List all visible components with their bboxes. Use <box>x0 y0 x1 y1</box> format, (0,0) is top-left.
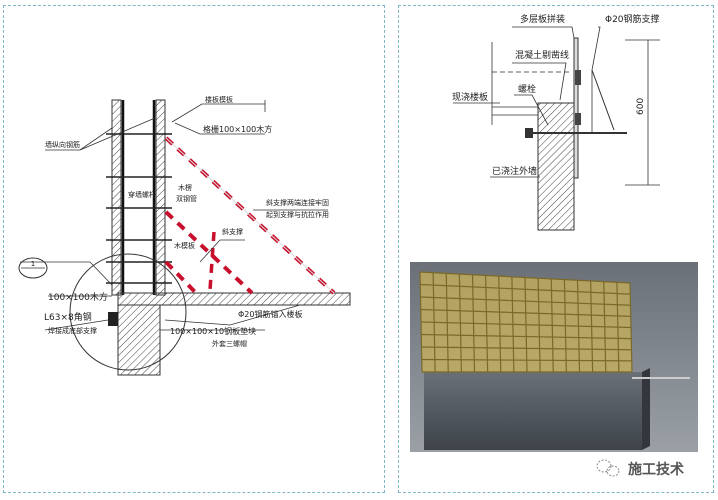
label-through-bolt: 穿墙螺杆 <box>128 190 156 199</box>
render-horizontal-bar <box>421 333 632 340</box>
detail-circle <box>69 253 187 371</box>
render-horizontal-bar <box>420 321 632 329</box>
plywood-board <box>573 37 579 179</box>
render-horizontal-bar <box>421 358 632 362</box>
render-wall <box>424 372 642 450</box>
label-wall-rebar: 墙纵向钢筋 <box>45 140 80 149</box>
diagonal-braces <box>164 136 336 295</box>
render-horizontal-bar <box>420 308 631 317</box>
left-panel <box>3 5 385 493</box>
label-bolt: 螺栓 <box>518 83 536 95</box>
label-cast-slab: 现浇楼板 <box>452 91 488 103</box>
label-diagonal-brace: 斜支撑 <box>222 227 243 236</box>
cast-wall <box>537 102 575 231</box>
label-timber: 100×100木方 <box>48 291 108 303</box>
label-chisel-line: 混凝土剔凿线 <box>515 49 569 61</box>
label-angle-steel-1: L63×8角钢 <box>44 311 92 323</box>
label-plate-1: 100×100×10钢板垫块 <box>170 326 256 336</box>
formwork-3d-render <box>410 262 698 452</box>
label-brace-note-1: 斜支撑两端连接牢固 <box>266 198 329 207</box>
detail-marker <box>18 257 48 279</box>
label-dimension: 600 <box>636 98 646 115</box>
label-angle-steel-2: 焊接成底部支撑 <box>48 326 97 335</box>
label-wood-stud: 木楞 <box>178 183 192 192</box>
formwork-detail-diagram: 多层板拼装 Φ20钢筋支撑 混凝土剔凿线 现浇楼板 螺栓 已浇注外墙 600 <box>452 13 660 231</box>
wall-below <box>117 304 161 376</box>
label-plate-2: 外套三螺帽 <box>212 339 247 348</box>
label-joist: 格栅100×100木方 <box>203 124 272 134</box>
angle-steel <box>108 312 118 326</box>
render-horizontal-bar <box>420 283 631 295</box>
label-cast-wall: 已浇注外墙 <box>492 165 537 177</box>
watermark: 施工技术 <box>596 459 684 478</box>
label-steel-support: Φ20钢筋支撑 <box>605 13 660 25</box>
render-horizontal-bar <box>421 346 632 351</box>
render-horizontal-bar <box>420 296 631 306</box>
floor-slab <box>117 292 351 306</box>
label-brace-note-2: 起到支撑与抗拉作用 <box>266 210 329 219</box>
wall-section-diagram: 1 楼板模板 格栅100×100木方 墙纵向钢筋 穿墙螺杆 木楞 双钢管 斜支撑… <box>18 95 351 376</box>
left-wall-form <box>111 99 122 296</box>
label-wood-formwork: 木模板 <box>174 241 195 250</box>
wechat-icon <box>596 459 620 477</box>
render-horizontal-bar <box>419 271 631 284</box>
label-anchor: Φ20钢筋锚入楼板 <box>238 309 302 319</box>
right-panel <box>398 5 714 493</box>
label-plywood: 多层板拼装 <box>520 13 565 25</box>
watermark-text: 施工技术 <box>628 461 684 478</box>
label-floor-formwork: 楼板模板 <box>205 95 233 104</box>
label-double-pipe: 双钢管 <box>176 194 197 203</box>
detail-mark-label: 1 <box>31 260 35 268</box>
